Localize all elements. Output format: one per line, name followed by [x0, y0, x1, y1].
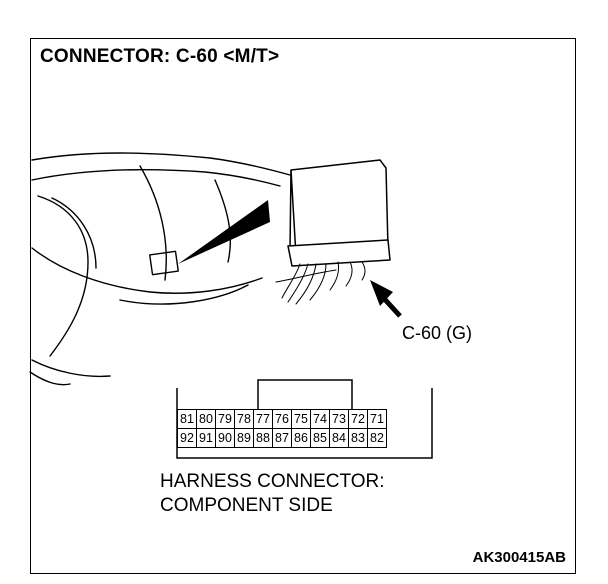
side-note-line-1: HARNESS CONNECTOR: — [160, 471, 385, 492]
pin-cell: 91 — [196, 428, 216, 448]
connector-callout-label: C-60 (G) — [402, 323, 473, 343]
pin-cell: 87 — [272, 428, 292, 448]
pin-cell: 83 — [348, 428, 368, 448]
lower-panel-curve — [31, 359, 111, 378]
diagram-frame — [30, 38, 576, 574]
steering-arc — [37, 195, 89, 357]
pin-cell: 82 — [367, 428, 387, 448]
pin-cell: 79 — [215, 409, 235, 429]
dashboard-lower-edge — [31, 247, 263, 294]
dash-vent — [214, 179, 231, 263]
harness-wire — [345, 261, 353, 287]
connector-face-outline — [176, 388, 433, 459]
dashboard-outline-inner — [31, 168, 281, 187]
pin-cell: 81 — [177, 409, 197, 429]
harness-bundle — [275, 269, 337, 283]
pin-cell: 84 — [329, 428, 349, 448]
ecu-connector-housing — [287, 239, 391, 267]
diagram-title: CONNECTOR: C-60 <M/T> — [40, 46, 280, 67]
harness-wire — [309, 263, 327, 301]
pin-cell: 92 — [177, 428, 197, 448]
steering-arc-inner — [51, 197, 97, 269]
pin-cell: 89 — [234, 428, 254, 448]
pin-cell: 77 — [253, 409, 273, 429]
pin-row-top: 81 80 79 78 77 76 75 74 73 72 71 — [177, 409, 387, 429]
zoom-pointer-wedge — [178, 200, 270, 264]
harness-wire — [295, 263, 317, 305]
harness-connector-pin-grid: 81 80 79 78 77 76 75 74 73 72 71 92 91 9… — [177, 409, 387, 448]
pin-cell: 88 — [253, 428, 273, 448]
pin-cell: 72 — [348, 409, 368, 429]
column-curve — [29, 371, 71, 386]
pin-cell: 75 — [291, 409, 311, 429]
figure-reference-id: AK300415AB — [472, 549, 566, 566]
connector-side-note: HARNESS CONNECTOR: COMPONENT SIDE — [160, 470, 385, 518]
connector-key-tab — [257, 379, 353, 409]
ecu-edge — [290, 169, 297, 257]
pin-cell: 80 — [196, 409, 216, 429]
dash-contour — [139, 165, 167, 281]
harness-wire — [361, 261, 366, 281]
pin-cell: 71 — [367, 409, 387, 429]
dashboard-outline — [31, 152, 291, 176]
pin-cell: 85 — [310, 428, 330, 448]
pin-cell: 73 — [329, 409, 349, 429]
pin-cell: 78 — [234, 409, 254, 429]
side-note-line-2: COMPONENT SIDE — [160, 495, 333, 516]
connector-location-mark — [149, 250, 179, 276]
pin-cell: 86 — [291, 428, 311, 448]
callout-arrow-head — [370, 280, 393, 306]
pin-cell: 76 — [272, 409, 292, 429]
pin-cell: 74 — [310, 409, 330, 429]
harness-wire — [281, 263, 301, 299]
knee-panel — [119, 284, 249, 305]
pin-cell: 90 — [215, 428, 235, 448]
harness-wire — [287, 263, 309, 303]
harness-wire — [329, 261, 339, 291]
pin-row-bottom: 92 91 90 89 88 87 86 85 84 83 82 — [177, 428, 387, 448]
